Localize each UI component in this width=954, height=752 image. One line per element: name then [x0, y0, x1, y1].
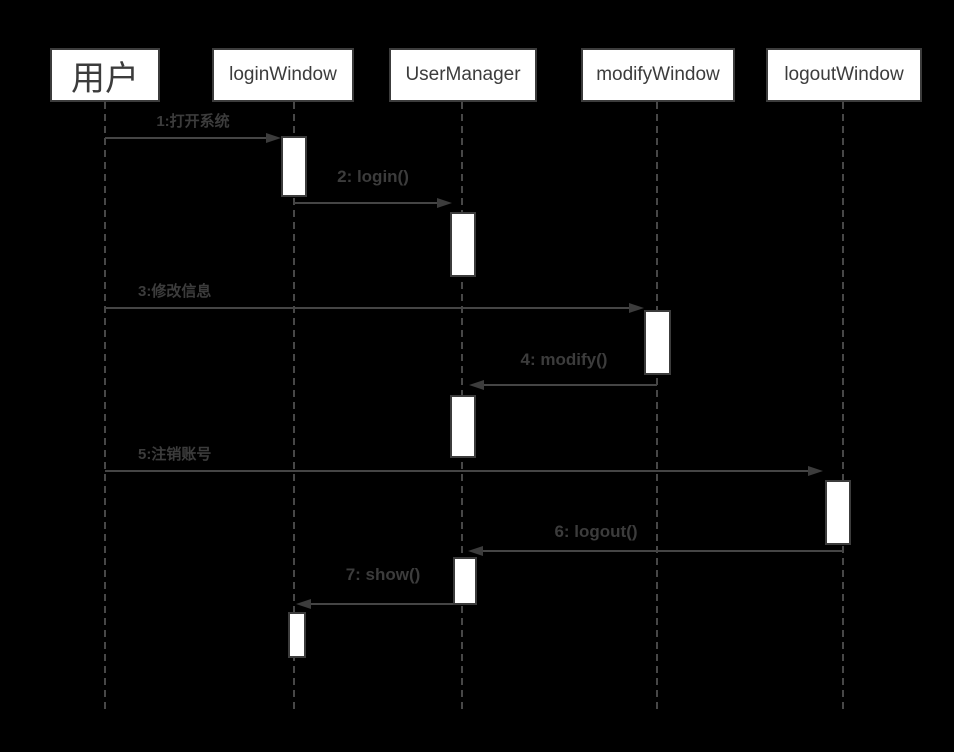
actor-box-logoutwindow: logoutWindow [766, 48, 922, 102]
message-arrowhead-2 [437, 198, 452, 208]
message-label-4: 4: modify() [520, 350, 608, 369]
message-line-3 [105, 307, 629, 309]
message-label-1: 1:打开系统 [156, 113, 230, 130]
message-label-3: 3:修改信息 [138, 283, 212, 300]
message-arrowhead-7 [296, 599, 311, 609]
message-arrowhead-1 [266, 133, 281, 143]
message-arrowhead-5 [808, 466, 823, 476]
activation-loginwindow-1 [281, 136, 307, 197]
message-arrowhead-4 [469, 380, 484, 390]
actor-label-logoutwindow: logoutWindow [784, 64, 904, 85]
message-arrowhead-3 [629, 303, 644, 313]
lifeline-logoutwindow [842, 102, 844, 710]
activation-usermanager-1 [450, 212, 476, 277]
activation-usermanager-3 [453, 557, 477, 605]
lifeline-modifywindow [656, 102, 658, 710]
lifeline-loginwindow [293, 102, 295, 710]
actor-box-modifywindow: modifyWindow [581, 48, 735, 102]
message-arrowhead-6 [468, 546, 483, 556]
message-label-7: 7: show() [345, 565, 421, 584]
actor-label-modifywindow: modifyWindow [596, 64, 720, 85]
activation-loginwindow-2 [288, 612, 306, 658]
message-line-7 [311, 603, 455, 605]
actor-label-usermanager: UserManager [405, 64, 521, 85]
actor-label-loginwindow: loginWindow [229, 64, 337, 85]
actor-label-user: 用户 [71, 59, 139, 98]
message-line-1 [105, 137, 266, 139]
message-line-4 [484, 384, 657, 386]
message-line-6 [483, 550, 843, 552]
actor-box-usermanager: UserManager [389, 48, 537, 102]
message-label-6: 6: logout() [554, 522, 638, 541]
activation-usermanager-2 [450, 395, 476, 458]
message-line-5 [105, 470, 808, 472]
message-line-2 [294, 202, 437, 204]
actor-box-loginwindow: loginWindow [212, 48, 354, 102]
actor-box-user: 用户 [50, 48, 160, 102]
activation-logoutwindow [825, 480, 851, 545]
lifeline-user [104, 102, 106, 710]
activation-modifywindow [644, 310, 671, 375]
message-label-2: 2: login() [337, 167, 409, 186]
message-label-5: 5:注销账号 [138, 446, 212, 463]
